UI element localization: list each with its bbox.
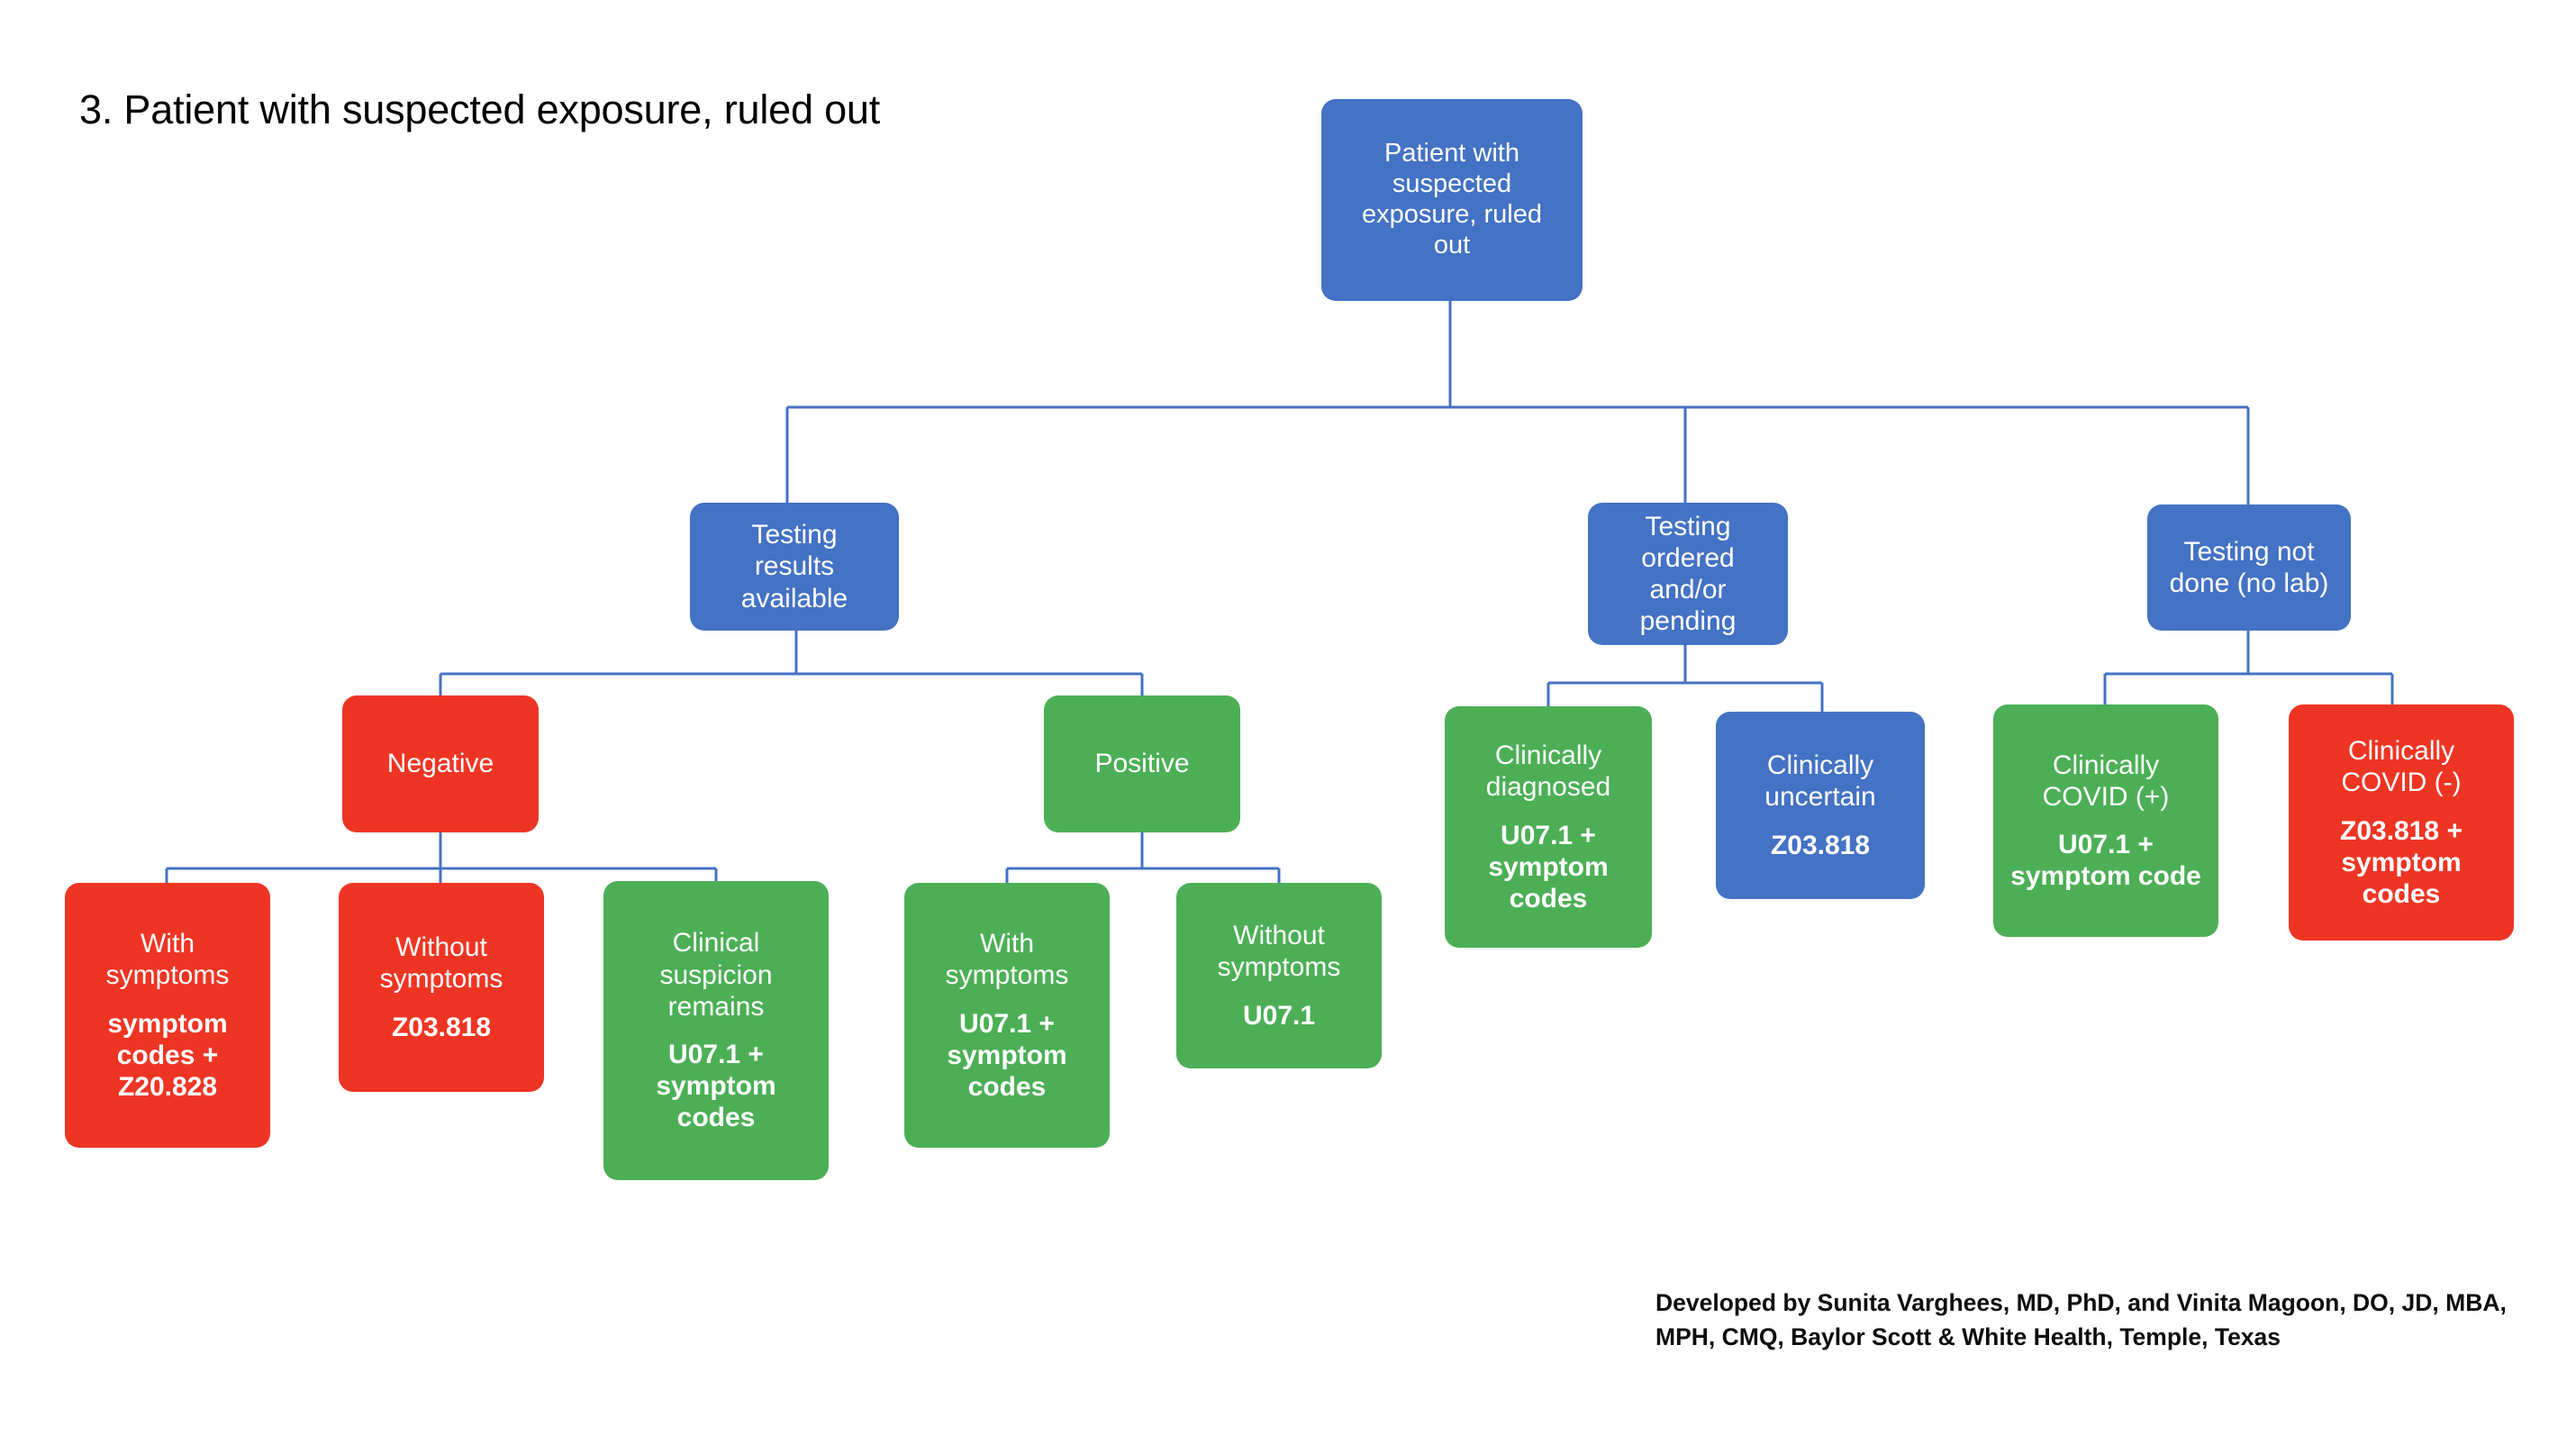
node-testing-not-done[interactable]: Testing not done (no lab) [2147, 504, 2351, 631]
node-pws-line2: symptoms [945, 960, 1069, 991]
node-pws-code3: codes [967, 1071, 1047, 1102]
node-testing-ordered-pending[interactable]: Testing ordered and/or pending [1588, 503, 1788, 645]
node-nwos-line2: symptoms [379, 964, 503, 995]
node-nwos-code1: Z03.818 [391, 1012, 492, 1042]
node-tr-line3: available [740, 583, 848, 613]
node-csr-line1: Clinical [672, 928, 760, 959]
node-positive[interactable]: Positive [1044, 695, 1240, 832]
node-root-line2: suspected [1392, 169, 1512, 199]
node-to-line1: Testing [1645, 511, 1731, 541]
node-negative-with-symptoms[interactable]: With symptoms symptom codes + Z20.828 [65, 883, 270, 1148]
node-tr-line2: results [754, 551, 835, 582]
node-clinically-covid-positive[interactable]: Clinically COVID (+) U07.1 + symptom cod… [1993, 704, 2218, 937]
node-cvn-code2: symptom [2341, 847, 2462, 877]
node-testing-results-available[interactable]: Testing results available [690, 503, 899, 631]
node-cvn-code3: codes [2362, 878, 2441, 909]
node-cu-code1: Z03.818 [1770, 830, 1871, 860]
node-nws-line1: With [141, 928, 195, 959]
node-csr-line2: suspicion [659, 959, 773, 990]
node-negative-label: Negative [386, 749, 494, 779]
node-cd-code3: codes [1509, 883, 1588, 913]
node-to-line2: ordered [1641, 542, 1735, 573]
node-tr-line1: Testing [751, 520, 838, 550]
node-negative[interactable]: Negative [342, 695, 539, 832]
page-title: 3. Patient with suspected exposure, rule… [79, 86, 881, 132]
node-cd-code1: U07.1 + [1501, 820, 1596, 850]
node-positive-label: Positive [1094, 749, 1190, 779]
node-cd-line1: Clinically [1494, 740, 1602, 770]
node-pws-code1: U07.1 + [959, 1008, 1055, 1039]
node-cu-line2: uncertain [1764, 782, 1876, 813]
node-csr-code3: codes [676, 1103, 756, 1133]
node-to-line4: pending [1639, 606, 1737, 637]
node-cvn-line1: Clinically [2347, 735, 2455, 766]
credit-text: Developed by Sunita Varghees, MD, PhD, a… [1655, 1289, 2507, 1350]
node-cvn-line2: COVID (-) [2341, 768, 2462, 798]
node-clinical-suspicion-remains[interactable]: Clinical suspicion remains U07.1 + sympt… [603, 881, 829, 1180]
node-nws-line2: symptoms [105, 960, 230, 991]
node-cd-line2: diagnosed [1485, 772, 1611, 803]
node-pwos-line1: Without [1233, 921, 1325, 951]
node-root-line1: Patient with [1384, 139, 1519, 168]
node-cvp-code2: symptom code [2010, 861, 2201, 892]
node-root[interactable]: Patient with suspected exposure, ruled o… [1321, 99, 1583, 301]
node-clinically-uncertain[interactable]: Clinically uncertain Z03.818 [1716, 712, 1925, 899]
node-cvp-line2: COVID (+) [2042, 781, 2170, 812]
node-pws-code2: symptom [947, 1040, 1067, 1070]
node-clinically-covid-negative[interactable]: Clinically COVID (-) Z03.818 + symptom c… [2289, 704, 2514, 941]
node-pwos-code1: U07.1 [1242, 1000, 1316, 1031]
node-positive-with-symptoms[interactable]: With symptoms U07.1 + symptom codes [904, 883, 1110, 1148]
node-tnd-line2: done (no lab) [2169, 568, 2329, 598]
node-clinically-diagnosed[interactable]: Clinically diagnosed U07.1 + symptom cod… [1445, 706, 1652, 948]
node-cvp-code1: U07.1 + [2058, 830, 2154, 860]
node-negative-without-symptoms[interactable]: Without symptoms Z03.818 [339, 883, 544, 1092]
node-nws-code1: symptom [107, 1008, 228, 1039]
node-csr-code2: symptom [656, 1071, 776, 1102]
node-csr-line3: remains [667, 991, 765, 1022]
node-tnd-line1: Testing not [2183, 536, 2315, 567]
node-root-line4: out [1433, 230, 1471, 259]
node-nwos-line1: Without [395, 932, 487, 963]
node-pwos-line2: symptoms [1217, 952, 1341, 983]
node-positive-without-symptoms[interactable]: Without symptoms U07.1 [1176, 883, 1382, 1068]
node-root-line3: exposure, ruled [1362, 200, 1542, 229]
node-cd-code2: symptom [1488, 851, 1609, 882]
node-cu-line1: Clinically [1766, 750, 1874, 781]
node-nws-code3: Z20.828 [117, 1071, 218, 1102]
node-to-line3: and/or [1649, 575, 1727, 604]
node-cvn-code1: Z03.818 + [2340, 815, 2463, 846]
node-nws-code2: codes + [116, 1040, 219, 1070]
node-csr-code1: U07.1 + [668, 1040, 764, 1070]
node-pws-line1: With [980, 928, 1034, 959]
node-cvp-line1: Clinically [2052, 750, 2160, 780]
